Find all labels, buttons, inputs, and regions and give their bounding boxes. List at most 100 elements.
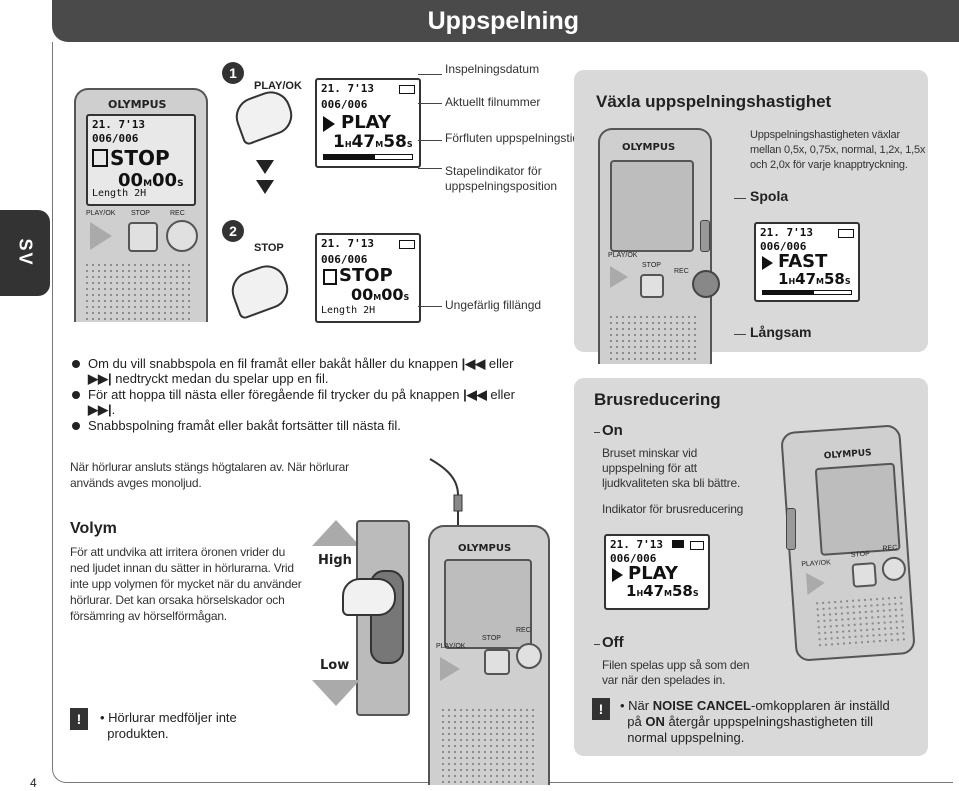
battery-icon (399, 85, 415, 94)
play-button-icon[interactable] (440, 657, 460, 681)
speed-btn-label-rec: REC (674, 268, 689, 275)
left-lcd-file: 006/006 (92, 132, 139, 145)
volume-low-label: Low (320, 658, 350, 673)
speed-switch[interactable] (700, 220, 710, 252)
fast-display: 21. 7'13 006/006 FAST 1H47M58S (754, 222, 860, 302)
speed-panel-title: Växla uppspelningshastighet (596, 92, 832, 111)
left-lcd-sec: 00 (152, 170, 178, 191)
play-button-icon[interactable] (90, 222, 112, 250)
noise-unit-m: M (664, 589, 672, 598)
left-btn-label-play: PLAY/OK (86, 210, 116, 217)
noise-warning-line2-pre: på (627, 714, 642, 729)
battery-icon (838, 229, 854, 238)
leader-line (734, 334, 746, 335)
language-tab: SV (0, 210, 50, 296)
warning-left-text: • Hörlurar medföljer inte produkten. (100, 710, 237, 741)
stop-button[interactable] (128, 222, 158, 252)
stop-button[interactable] (484, 649, 510, 675)
play-button-icon[interactable] (610, 266, 628, 288)
rec-button[interactable] (516, 643, 542, 669)
bullet-2-or: eller (490, 387, 515, 402)
left-lcd-min: 00 (118, 170, 144, 191)
noise-on-desc-3: ljudkvaliteten ska bli bättre. (602, 476, 741, 490)
noise-warning-text: • När NOISE CANCEL-omkopplaren är instäl… (620, 698, 890, 745)
leader-line (418, 140, 442, 141)
speed-desc-2: mellan 0,5x, 0,75x, normal, 1,2x, 1,5x (750, 144, 926, 156)
stop-button[interactable] (640, 274, 664, 298)
noise-time-seconds: 58 (671, 582, 693, 600)
noise-off-desc-2: var när den spelades in. (602, 673, 726, 687)
center-btn-label-play: PLAY/OK (436, 643, 466, 650)
fast-time-hours: 1 (778, 270, 789, 288)
play-display-time: 1H47M58S (333, 132, 413, 152)
play-time-seconds: 58 (383, 132, 407, 152)
stop-square-icon (323, 269, 337, 285)
play-triangle-icon (323, 116, 335, 132)
page-title: Uppspelning (427, 7, 579, 35)
play-display-file: 006/006 (321, 98, 368, 111)
speed-desc-3: och 2,0x för varje knapptryckning. (750, 159, 908, 171)
speed-device-screen (610, 160, 694, 252)
noise-cancel-switch[interactable] (786, 508, 796, 550)
volume-title: Volym (70, 520, 117, 537)
speed-recorder-illustration: OLYMPUS PLAY/OK STOP REC (598, 128, 712, 364)
center-device-screen (444, 559, 532, 649)
play-button-icon[interactable] (805, 571, 826, 595)
language-tab-label: SV (15, 238, 36, 267)
callout-length: Ungefärlig fillängd (445, 298, 542, 312)
speed-wheel[interactable] (692, 270, 720, 298)
noise-warning-pre: När (628, 698, 650, 713)
stop-display: 21. 7'13 006/006 STOP 00M00S Length 2H (315, 233, 421, 323)
arrow-down-icon (256, 160, 274, 174)
leader-line (594, 432, 600, 433)
leader-line (418, 306, 442, 307)
skip-back-icon: |◀◀ (461, 356, 486, 371)
leader-line (418, 168, 442, 169)
stop-button[interactable] (851, 562, 878, 588)
volume-up-arrow-icon (312, 520, 360, 546)
step-2-button-label: STOP (254, 242, 284, 254)
volume-line-3: inte upp volymen för mycket när du använ… (70, 577, 302, 591)
noise-display: 21. 7'13 006/006 PLAY 1H47M58S (604, 534, 710, 610)
noise-warning-mid: -omkopplaren är inställd (750, 698, 890, 713)
headphones-note-1: När hörlurar ansluts stängs högtalaren a… (70, 460, 349, 474)
fast-display-status: FAST (778, 251, 828, 272)
noise-on-desc-1: Bruset minskar vid (602, 446, 698, 460)
left-btn-label-stop: STOP (131, 210, 150, 217)
volume-line-5: försämring av hörselförmågan. (70, 609, 227, 623)
skip-instructions: Om du vill snabbspola en fil framåt elle… (70, 356, 570, 434)
left-device-brand: OLYMPUS (108, 98, 167, 111)
noise-display-file: 006/006 (610, 552, 657, 565)
headphones-note-2: används avges monoljud. (70, 476, 202, 490)
play-time-hours: 1 (333, 132, 345, 152)
callout-file: Aktuellt filnummer (445, 95, 541, 109)
rec-button[interactable] (166, 220, 198, 252)
noise-warning-line3: normal uppspelning. (627, 730, 745, 745)
center-speaker-grille (440, 707, 536, 783)
left-recorder-illustration: OLYMPUS 21. 7'13 006/006 STOP 00M00S Len… (74, 88, 208, 322)
noise-unit-h: H (636, 589, 644, 598)
volume-down-arrow-icon (312, 680, 360, 706)
center-btn-label-rec: REC (516, 627, 531, 634)
rec-button[interactable] (881, 556, 907, 582)
volume-line-4: hörlurar. Det kan orsaka hörselskador oc… (70, 593, 285, 607)
noise-recorder-illustration: OLYMPUS PLAY/OK STOP REC (780, 424, 916, 662)
play-unit-h: H (344, 140, 352, 149)
bullet-1-line2: nedtryckt medan du spelar upp en fil. (115, 371, 329, 386)
play-triangle-icon (612, 568, 623, 582)
center-recorder-illustration: OLYMPUS PLAY/OK STOP REC (428, 525, 550, 785)
warning-icon: ! (70, 708, 88, 730)
play-display-date: 21. 7'13 (321, 82, 374, 95)
stop-display-date: 21. 7'13 (321, 237, 374, 250)
position-bar (323, 154, 413, 160)
volume-line-1: För att undvika att irritera öronen vrid… (70, 545, 286, 559)
noise-device-brand: OLYMPUS (823, 448, 872, 462)
step-1-badge: 1 (222, 62, 244, 84)
battery-icon (690, 541, 704, 550)
speed-btn-label-play: PLAY/OK (608, 252, 638, 259)
left-lcd-time: 00M00S (118, 170, 184, 191)
left-speaker-grille (84, 262, 194, 320)
noise-on-desc-2: uppspelning för att (602, 461, 697, 475)
left-lcd-date: 21. 7'13 (92, 118, 145, 131)
center-btn-label-stop: STOP (482, 635, 501, 642)
